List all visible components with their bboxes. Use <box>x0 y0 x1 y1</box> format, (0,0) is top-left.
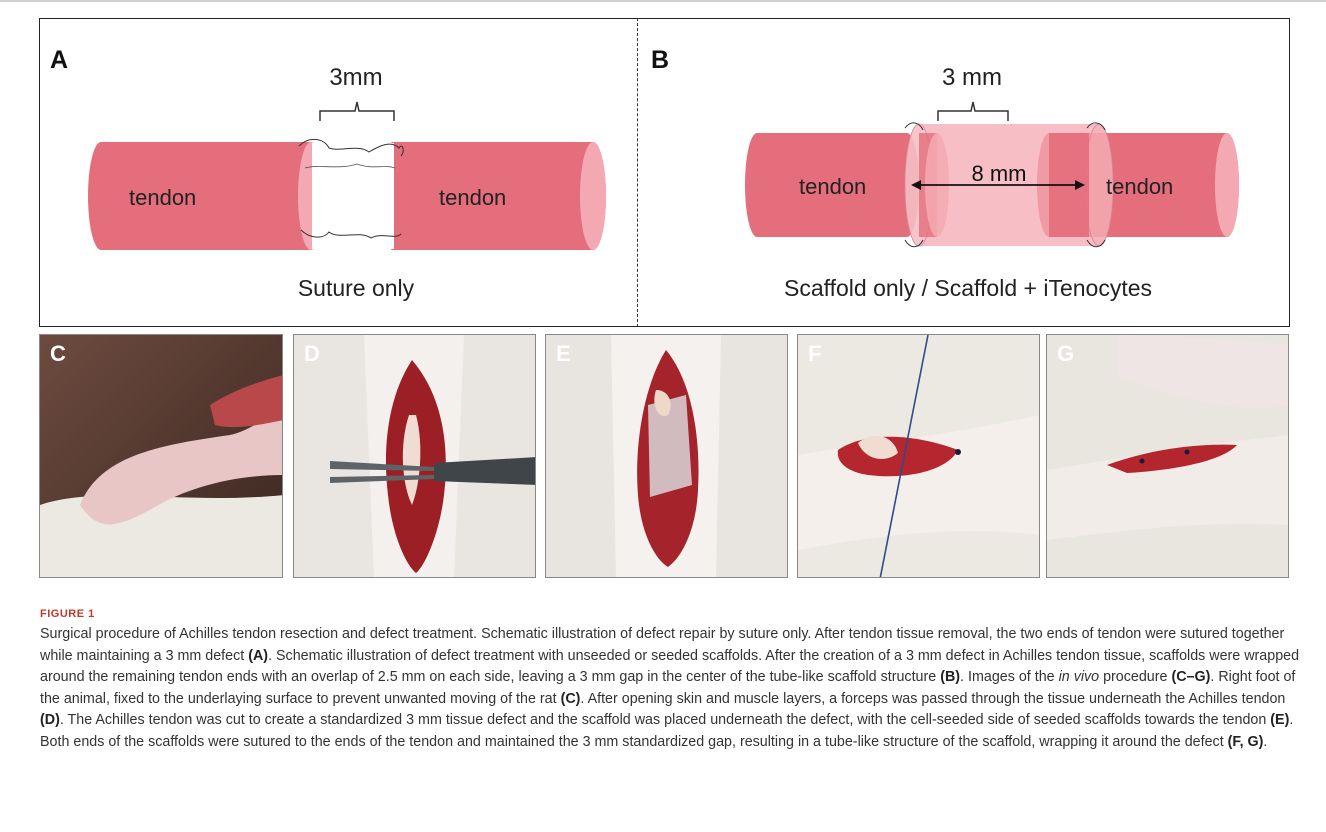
photo-f-image <box>798 335 1040 578</box>
panel-b-gap-label: 3 mm <box>942 64 1002 91</box>
photo-e: E <box>545 334 788 578</box>
panel-b-span-label: 8 mm <box>972 161 1027 186</box>
caption-ref-a: (A) <box>248 648 268 664</box>
caption-ref-e: (E) <box>1270 712 1289 728</box>
caption-ref-d: (D) <box>40 712 60 728</box>
caption-text-3: . Images of the <box>960 669 1059 685</box>
photo-d: D <box>293 334 536 578</box>
photo-e-letter: E <box>556 341 571 367</box>
caption-ref-b: (B) <box>940 669 960 685</box>
photo-f: F <box>797 334 1040 578</box>
top-rule <box>0 0 1326 2</box>
panel-b-left-label: tendon <box>799 174 866 199</box>
photo-f-letter: F <box>808 341 821 367</box>
panel-b-right-label: tendon <box>1106 174 1173 199</box>
photo-c-image <box>40 335 283 578</box>
panel-a-left-tendon <box>88 142 324 250</box>
panel-a-letter: A <box>50 46 68 74</box>
photo-g-image <box>1047 335 1289 578</box>
figure-caption: Surgical procedure of Achilles tendon re… <box>40 624 1302 754</box>
photo-e-image <box>546 335 788 578</box>
caption-text-4: procedure <box>1099 669 1171 685</box>
caption-text-9: . <box>1263 734 1267 750</box>
photo-g-letter: G <box>1057 341 1074 367</box>
caption-ref-fg: (F, G) <box>1228 734 1264 750</box>
photo-d-image <box>294 335 536 578</box>
photo-d-letter: D <box>304 341 320 367</box>
panel-b-letter: B <box>651 46 669 74</box>
panel-a-right-label: tendon <box>439 185 506 210</box>
panel-b-subtitle: Scaffold only / Scaffold + iTenocytes <box>784 275 1152 301</box>
caption-ref-c: (C) <box>561 691 581 707</box>
photo-c-letter: C <box>50 341 66 367</box>
photo-g: G <box>1046 334 1289 578</box>
panel-a-brace <box>320 102 394 121</box>
figure-label: FIGURE 1 <box>40 608 95 620</box>
panel-a-gap-label: 3mm <box>329 64 382 91</box>
panel-a-left-label: tendon <box>129 185 196 210</box>
panel-a-subtitle: Suture only <box>298 275 415 301</box>
panel-b-brace <box>938 102 1008 121</box>
schematic-illustration: A 3mm tendon tendon Suture only B 3 mm <box>39 18 1290 327</box>
panel-a-gap <box>312 143 394 249</box>
caption-ref-cg: (C–G) <box>1171 669 1210 685</box>
photo-c: C <box>39 334 283 578</box>
caption-text-6: . After opening skin and muscle layers, … <box>580 691 1285 707</box>
caption-text-7: . The Achilles tendon was cut to create … <box>60 712 1270 728</box>
caption-italic: in vivo <box>1059 669 1100 685</box>
